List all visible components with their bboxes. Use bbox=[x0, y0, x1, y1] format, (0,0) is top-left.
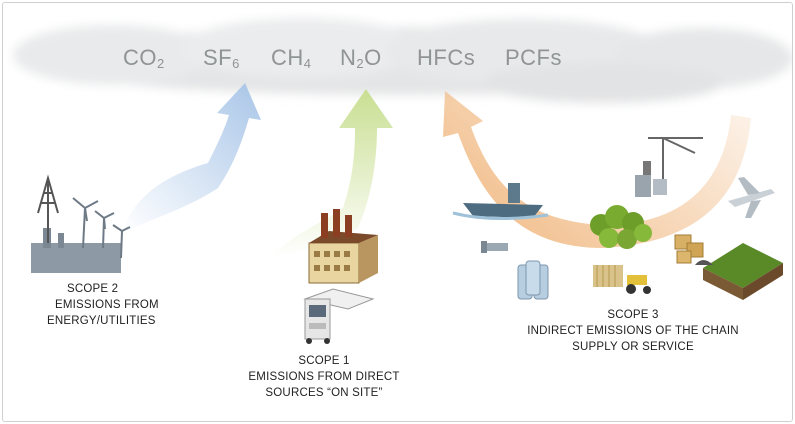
airplane-icon bbox=[728, 177, 775, 218]
cloud bbox=[13, 18, 792, 103]
scope3-line2: SUPPLY OR SERVICE bbox=[572, 341, 694, 353]
tractor-icon bbox=[626, 275, 651, 294]
crates-icon bbox=[674, 234, 704, 264]
power-plant-icon bbox=[31, 174, 131, 273]
crane-icon bbox=[635, 137, 703, 197]
trees-icon bbox=[590, 205, 652, 249]
gas-ch4: CH4 bbox=[271, 45, 312, 71]
scope1-arrow bbox=[271, 89, 393, 258]
storage-tanks-icon bbox=[517, 260, 549, 300]
truck-icon bbox=[303, 288, 375, 344]
ship-icon bbox=[452, 183, 549, 221]
scope2-title: SCOPE 2 bbox=[67, 283, 119, 295]
diagram-artwork bbox=[13, 18, 792, 344]
scope1-label: SCOPE 1 EMISSIONS FROM DIRECT SOURCES “O… bbox=[229, 353, 419, 401]
scope2-line1: EMISSIONS FROM bbox=[55, 299, 159, 311]
scope3-label: SCOPE 3 INDIRECT EMISSIONS OF THE CHAIN … bbox=[513, 307, 753, 355]
grass-block-icon bbox=[695, 243, 783, 300]
scope2-label: SCOPE 2 EMISSIONS FROM ENERGY/UTILITIES bbox=[27, 281, 187, 329]
scope2-line2: ENERGY/UTILITIES bbox=[47, 315, 156, 327]
gas-sf6: SF6 bbox=[203, 45, 240, 71]
pipe-icon bbox=[481, 241, 508, 253]
scope1-line1: EMISSIONS FROM DIRECT bbox=[248, 371, 400, 383]
factory-icon bbox=[308, 209, 378, 284]
gas-pcfs: PCFs bbox=[505, 45, 562, 70]
farm-field-icon bbox=[593, 265, 623, 287]
gas-co2: CO2 bbox=[123, 45, 165, 71]
gas-n2o: N2O bbox=[340, 45, 382, 71]
scope1-line2: SOURCES “ON SITE” bbox=[265, 387, 383, 399]
scope2-arrow bbox=[123, 83, 261, 233]
scope1-title: SCOPE 1 bbox=[298, 355, 350, 367]
scope3-title: SCOPE 3 bbox=[607, 309, 659, 321]
scope3-line1: INDIRECT EMISSIONS OF THE CHAIN bbox=[527, 325, 739, 337]
gas-hfcs: HFCs bbox=[417, 45, 476, 70]
